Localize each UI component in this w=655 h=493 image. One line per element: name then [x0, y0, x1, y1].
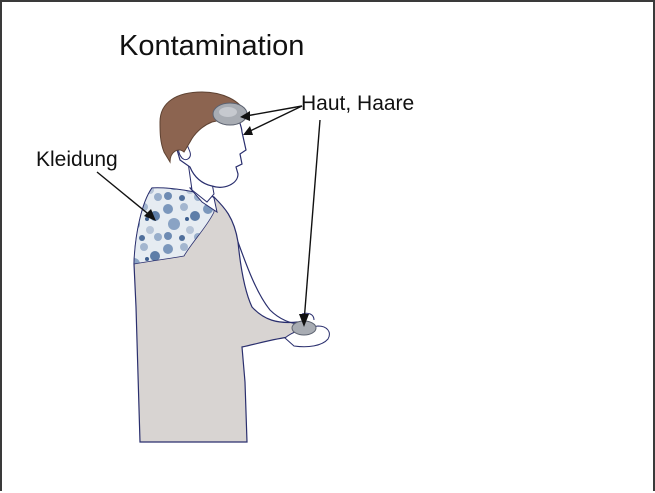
arrow-hair [245, 105, 303, 117]
annotation-arrows [96, 105, 321, 323]
slide-title: Kontamination [119, 30, 305, 62]
arm-outline [237, 241, 301, 325]
arrow-hand [303, 119, 321, 323]
label-clothing: Kleidung [36, 148, 118, 171]
arrow-clothing [96, 171, 153, 218]
arrow-skin [247, 105, 303, 133]
label-skin-hair: Haut, Haare [301, 92, 415, 115]
